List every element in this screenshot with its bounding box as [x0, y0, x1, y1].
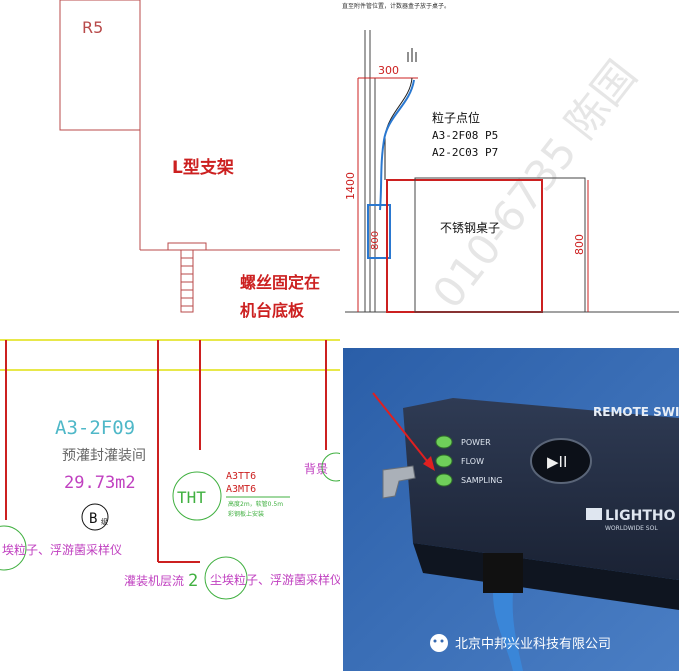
particle-title: 粒子点位 — [432, 110, 480, 125]
elevation-watermark: 010-6735 陈国 — [423, 51, 646, 317]
tht-label: THT — [177, 488, 206, 507]
counter-box — [367, 204, 391, 259]
right-sampler-circle — [204, 556, 248, 600]
tht-note-2: 彩钢板上安装 — [228, 510, 264, 518]
bottom-left-label: 灌装机层流 — [124, 574, 184, 588]
table-outline — [414, 177, 586, 313]
brand-sub: WORLDWIDE SOL — [605, 525, 658, 532]
bottom-right-label: 尘埃粒子、浮游菌采样仪 — [210, 572, 340, 587]
screw-head — [167, 242, 207, 251]
room-r5-label: R5 — [82, 18, 103, 37]
mounting-tab — [382, 465, 416, 499]
device-photo-panel: REMOTE SWIT POWER FLOW SAMPLING ▶II LIGH… — [343, 348, 679, 671]
grade-circle — [81, 503, 109, 531]
elevation-drawing-panel: 直至附件管位置，计数器盒子放于桌子。 010-6735 陈国 1400 300 … — [340, 0, 679, 330]
sampling-tube — [379, 79, 415, 211]
left-sampler-label: 埃粒子、浮游菌采样仪 — [2, 542, 122, 557]
tht-note-1: 高度2m，软管0.5m — [228, 500, 283, 508]
grade-letter: B — [89, 511, 97, 527]
power-led-icon — [435, 435, 453, 449]
particle-point-2: A2-2C03 P7 — [432, 146, 498, 159]
brand-name: LIGHTHO — [605, 508, 676, 524]
room-code: A3-2F09 — [55, 417, 135, 439]
red-arrow-head — [423, 456, 435, 471]
led-power-label: POWER — [461, 438, 491, 447]
room-name: 预灌封灌装间 — [62, 448, 146, 464]
bracket-drawing-panel: R5 L型支架 螺丝固定在 机台底板 — [0, 0, 340, 330]
tht-tag-2: A3MT6 — [226, 484, 256, 495]
left-sampler-circle — [0, 525, 27, 571]
screw-note-line1: 螺丝固定在 — [240, 273, 320, 292]
footer-company: 北京中邦兴业科技有限公司 — [455, 637, 611, 652]
dim-300-label: 300 — [378, 64, 399, 77]
dim-1400-label: 1400 — [344, 172, 357, 200]
play-pause-button[interactable] — [530, 438, 592, 484]
device-front-edge — [413, 543, 679, 610]
edge-label: 背景 — [304, 462, 328, 476]
led-sampling-label: SAMPLING — [461, 476, 502, 485]
tht-tag-1: A3TT6 — [226, 471, 256, 482]
led-flow-label: FLOW — [461, 457, 484, 466]
bracket-label: L型支架 — [172, 157, 234, 178]
circle-number: 2 — [188, 571, 198, 591]
dim-800-left-label: 800 — [370, 231, 381, 250]
tht-circle — [172, 471, 222, 521]
device-title: REMOTE SWIT — [593, 405, 679, 419]
sampling-led-icon — [435, 473, 453, 487]
brand-logo-icon — [586, 508, 602, 520]
table-label: 不锈钢桌子 — [440, 221, 500, 235]
play-pause-icon: ▶II — [547, 453, 567, 471]
cable — [493, 593, 523, 671]
grade-suffix: 级 — [101, 517, 108, 526]
flow-led-icon — [435, 454, 453, 468]
dim-800-right-label: 800 — [573, 234, 586, 255]
wechat-icon — [430, 634, 448, 652]
elevation-caption: 直至附件管位置，计数器盒子放于桌子。 — [342, 2, 450, 10]
cable-connector — [483, 553, 523, 593]
floor-plan-panel: A3-2F09 预灌封灌装间 29.73m2 B 级 THT A3TT6 A3M… — [0, 330, 340, 671]
particle-point-1: A3-2F08 P5 — [432, 129, 498, 142]
screw-note-line2: 机台底板 — [240, 301, 305, 320]
screw-body — [180, 249, 194, 313]
room-area: 29.73m2 — [64, 473, 136, 493]
red-arrow-line — [372, 392, 432, 467]
device-body — [403, 398, 679, 580]
edge-circle — [321, 452, 340, 482]
